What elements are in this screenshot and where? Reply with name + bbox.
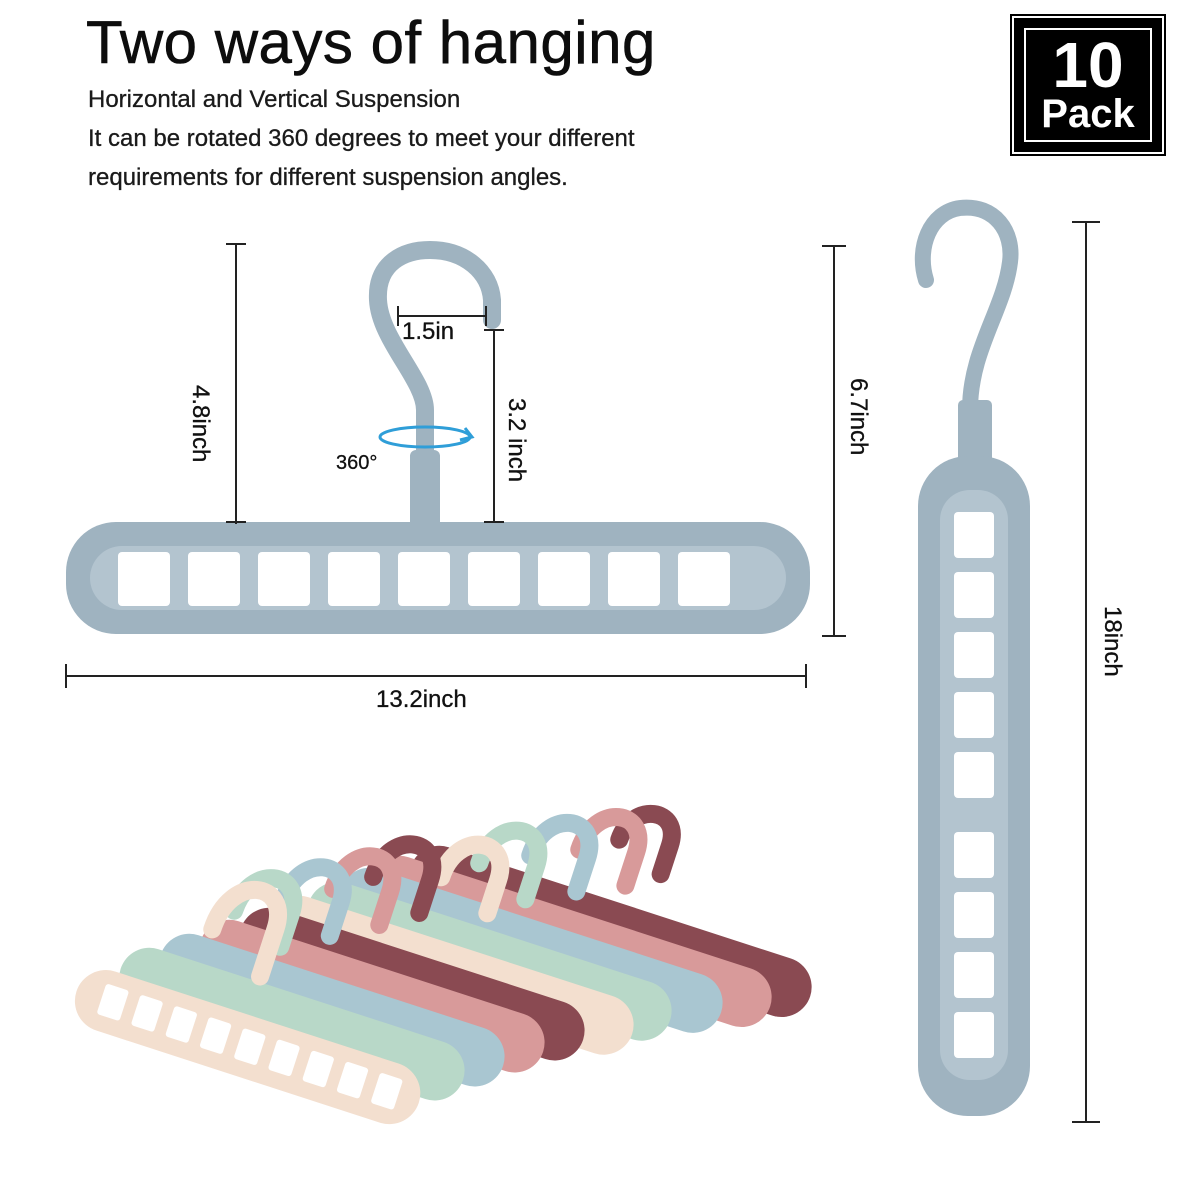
page-title: Two ways of hanging [86, 9, 656, 77]
dimension-lines [65, 221, 1100, 1123]
horizontal-hanger [66, 240, 810, 634]
vertical-hanger [914, 199, 1030, 1116]
hanger-holes [118, 552, 730, 606]
subtitle-line-1: Horizontal and Vertical Suspension [88, 86, 461, 113]
left-height-label: 4.8inch [187, 385, 214, 463]
pack-count: 10 [1052, 29, 1124, 101]
hook-height-label: 3.2 inch [503, 398, 530, 483]
rotation-label: 360° [336, 452, 378, 474]
stacked-hangers [74, 805, 812, 1125]
vertical-length-label: 18inch [1099, 606, 1126, 677]
hook-width-label: 1.5in [402, 318, 455, 345]
total-height-label: 6.7inch [845, 378, 872, 456]
pack-label: Pack [1041, 92, 1135, 136]
width-label: 13.2inch [376, 686, 467, 713]
pack-badge: 10 Pack [1010, 14, 1166, 156]
subtitle-line-3: requirements for different suspension an… [88, 164, 568, 191]
subtitle-line-2: It can be rotated 360 degrees to meet yo… [88, 125, 635, 152]
swivel-neck [410, 450, 440, 530]
